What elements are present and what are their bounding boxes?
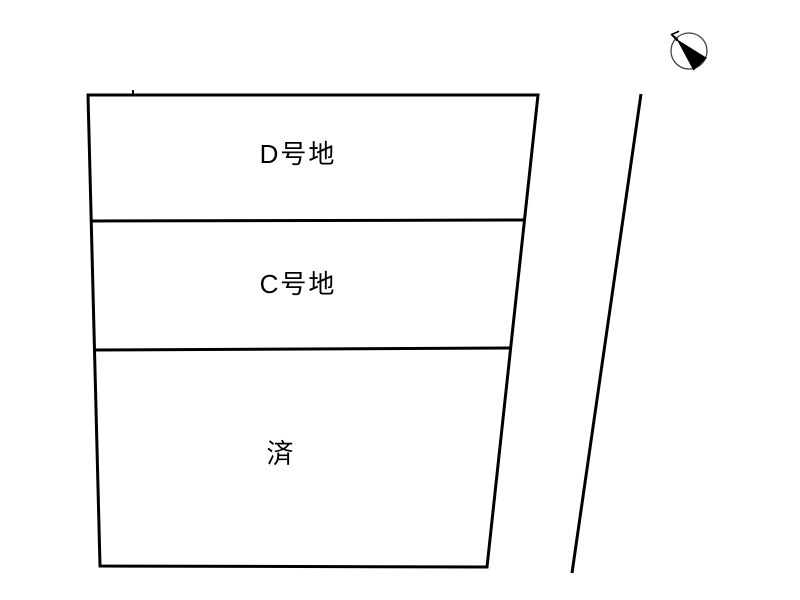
compass-arrowhead-bar	[672, 34, 679, 41]
parcel-outline	[86, 93, 540, 569]
compass-needle-wedge	[676, 39, 707, 71]
road-boundary-line	[570, 93, 643, 574]
divider-line-c-sold	[92, 346, 512, 352]
north-arrow-icon	[670, 30, 708, 71]
parcel-label-d: D号地	[260, 139, 337, 169]
compass-arrowhead	[670, 30, 680, 42]
divider-line-d-c	[89, 218, 526, 223]
parcel-label-c: C号地	[260, 269, 337, 299]
parcel-label-sold: 済	[267, 439, 296, 469]
